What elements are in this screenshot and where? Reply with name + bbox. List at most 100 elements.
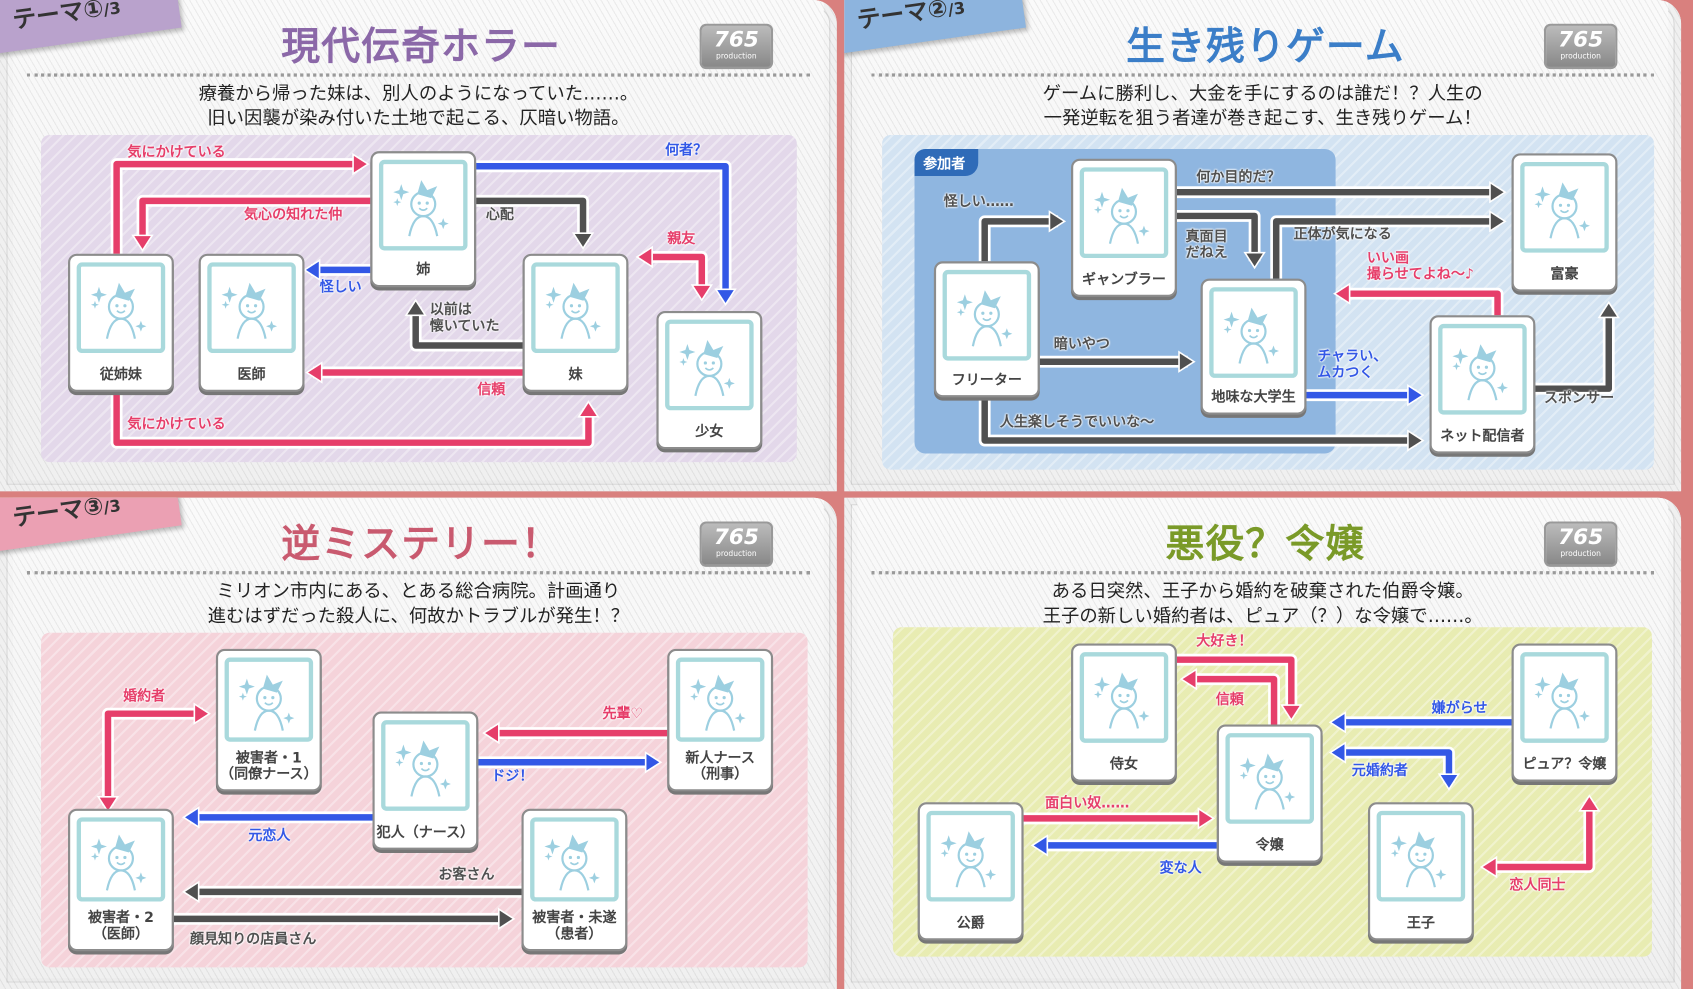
relation-arrow-blue <box>476 160 737 306</box>
character-card[interactable]: ネット配信者 <box>1429 315 1536 454</box>
relation-arrow-pink <box>96 702 211 814</box>
character-name: ネット配信者 <box>1440 428 1525 445</box>
arrowhead <box>1597 300 1620 319</box>
description-line: ある日突然、王子から婚約を破棄された伯爵令嬢。 <box>1051 580 1474 603</box>
panel-description: ゲームに勝利し、大金を手にするのは誰だ！？人生の一発逆転を狙う者達が巻き起こす、… <box>909 82 1616 132</box>
arrowhead <box>1178 350 1196 373</box>
description-line: 王子の新しい婚約者は、ピュア（？）な令嬢で……。 <box>1042 605 1483 628</box>
character-silhouette-icon <box>207 262 296 354</box>
relation-arrow-pink <box>482 721 668 745</box>
relation-arrow-dark <box>1039 350 1196 373</box>
arrowhead <box>644 751 663 774</box>
arrowhead <box>404 298 427 317</box>
character-name: 富豪 <box>1550 266 1579 283</box>
logo-sub: production <box>1560 549 1601 559</box>
relation-label: 気にかけている <box>127 144 226 161</box>
relation-arrow-dark <box>1535 300 1620 395</box>
logo-sub: production <box>716 51 757 61</box>
character-card[interactable]: 妹 <box>522 253 629 392</box>
relation-arrow-dark <box>1176 180 1507 204</box>
relation-arrow-dark <box>182 880 522 904</box>
relation-arrow-blue <box>478 751 663 774</box>
character-card[interactable]: 犯人（ナース） <box>372 711 479 850</box>
character-card[interactable]: 従姉妹 <box>68 253 174 392</box>
character-card[interactable]: 令嬢 <box>1216 724 1323 863</box>
participants-label: 参加者 <box>914 148 979 176</box>
relation-label: ドジ！ <box>491 768 534 785</box>
arrowhead <box>1333 282 1351 305</box>
arrowhead <box>635 245 653 269</box>
character-card[interactable]: 姉 <box>370 151 477 288</box>
relation-arrow-dark <box>404 298 523 352</box>
character-card[interactable]: 富豪 <box>1511 153 1618 292</box>
character-silhouette-icon <box>926 810 1015 902</box>
relation-label: 何か目的だ？ <box>1196 169 1281 186</box>
character-card[interactable]: 少女 <box>656 310 763 450</box>
character-card[interactable]: フリーター <box>933 261 1040 398</box>
relation-arrow-dark <box>978 397 1425 452</box>
relation-label: 何者？ <box>665 142 708 159</box>
relation-arrow-pink <box>1023 807 1216 830</box>
description-line: ゲームに勝利し、大金を手にするのは誰だ！？人生の <box>1042 83 1483 105</box>
relation-label: 元婚約者 <box>1351 763 1408 780</box>
character-card[interactable]: 被害者・未遂 （患者） <box>521 808 628 952</box>
character-name: 公爵 <box>956 915 985 932</box>
description-line: 旧い因襲が染み付いた土地で起こる、仄暗い物語。 <box>207 107 630 130</box>
character-name: 被害者・1 （同僚ナース） <box>220 750 318 783</box>
character-card[interactable]: 医師 <box>198 253 305 392</box>
character-silhouette-icon <box>675 657 765 742</box>
dotted-divider <box>871 571 1655 575</box>
relation-arrow-pink <box>110 390 600 449</box>
character-card[interactable]: 被害者・1 （同僚ナース） <box>215 648 322 792</box>
relation-arrow-dark <box>1270 210 1507 279</box>
character-silhouette-icon <box>942 269 1032 361</box>
character-name: 医師 <box>237 367 266 384</box>
character-card[interactable]: 公爵 <box>917 802 1024 941</box>
diagram-layer: 大好き！信頼嫌がらせ元婚約者面白い奴……変な人恋人同士侍女令嬢ピュア？令嬢公爵王… <box>844 498 1681 989</box>
character-name: ピュア？令嬢 <box>1522 756 1607 774</box>
relation-label: 顔見知りの店員さん <box>190 931 317 948</box>
relation-label: 暗いやつ <box>1053 336 1110 354</box>
relation-arrow-dark <box>476 194 595 250</box>
character-silhouette-icon <box>530 817 619 902</box>
relation-label: 気にかけている <box>127 416 226 433</box>
arrowhead <box>1179 667 1198 691</box>
character-name: 地味な大学生 <box>1211 389 1296 406</box>
dotted-divider <box>871 73 1655 77</box>
character-silhouette-icon <box>76 817 166 902</box>
relation-label: 恋人同士 <box>1509 877 1566 894</box>
character-silhouette-icon <box>1079 167 1169 259</box>
character-name: 従姉妹 <box>99 367 142 384</box>
character-card[interactable]: 侍女 <box>1071 643 1177 782</box>
relation-arrow-dark <box>978 210 1067 262</box>
relation-label: 婚約者 <box>123 688 166 706</box>
arrowhead <box>1048 210 1067 233</box>
character-card[interactable]: ピュア？令嬢 <box>1511 643 1618 782</box>
relation-label: 怪しい <box>319 279 362 296</box>
arrowhead <box>1437 773 1461 791</box>
arrowhead <box>1407 429 1425 452</box>
character-card[interactable]: 被害者・2 （医師） <box>68 808 174 952</box>
arrowhead <box>1328 711 1347 734</box>
logo-main: 765 <box>1558 25 1604 52</box>
arrowhead <box>1407 383 1425 407</box>
character-card[interactable]: 王子 <box>1367 802 1474 941</box>
description-line: 療養から帰った妹は、別人のようになっていた……。 <box>198 83 639 105</box>
character-silhouette-icon <box>1209 287 1298 378</box>
arrowhead <box>1479 855 1498 879</box>
character-card[interactable]: ギャンブラー <box>1071 158 1177 297</box>
relation-arrow-pink <box>1179 667 1280 725</box>
character-silhouette-icon <box>224 657 314 742</box>
panel-title: 生き残りゲーム <box>1126 24 1405 70</box>
description-line: 一発逆転を狙う者達が巻き起こす、生き残りゲーム！ <box>1043 107 1482 130</box>
character-card[interactable]: 地味な大学生 <box>1200 278 1307 415</box>
description-line: 進むはずだった殺人に、何故かトラブルが発生！？ <box>207 605 630 628</box>
relation-label: チャラい、 ムカつく <box>1317 348 1388 382</box>
relation-label: 怪しい…… <box>943 194 1014 211</box>
arrowhead <box>302 258 321 282</box>
arrowhead <box>1578 794 1601 812</box>
character-card[interactable]: 新人ナース （刑事） <box>667 648 774 792</box>
